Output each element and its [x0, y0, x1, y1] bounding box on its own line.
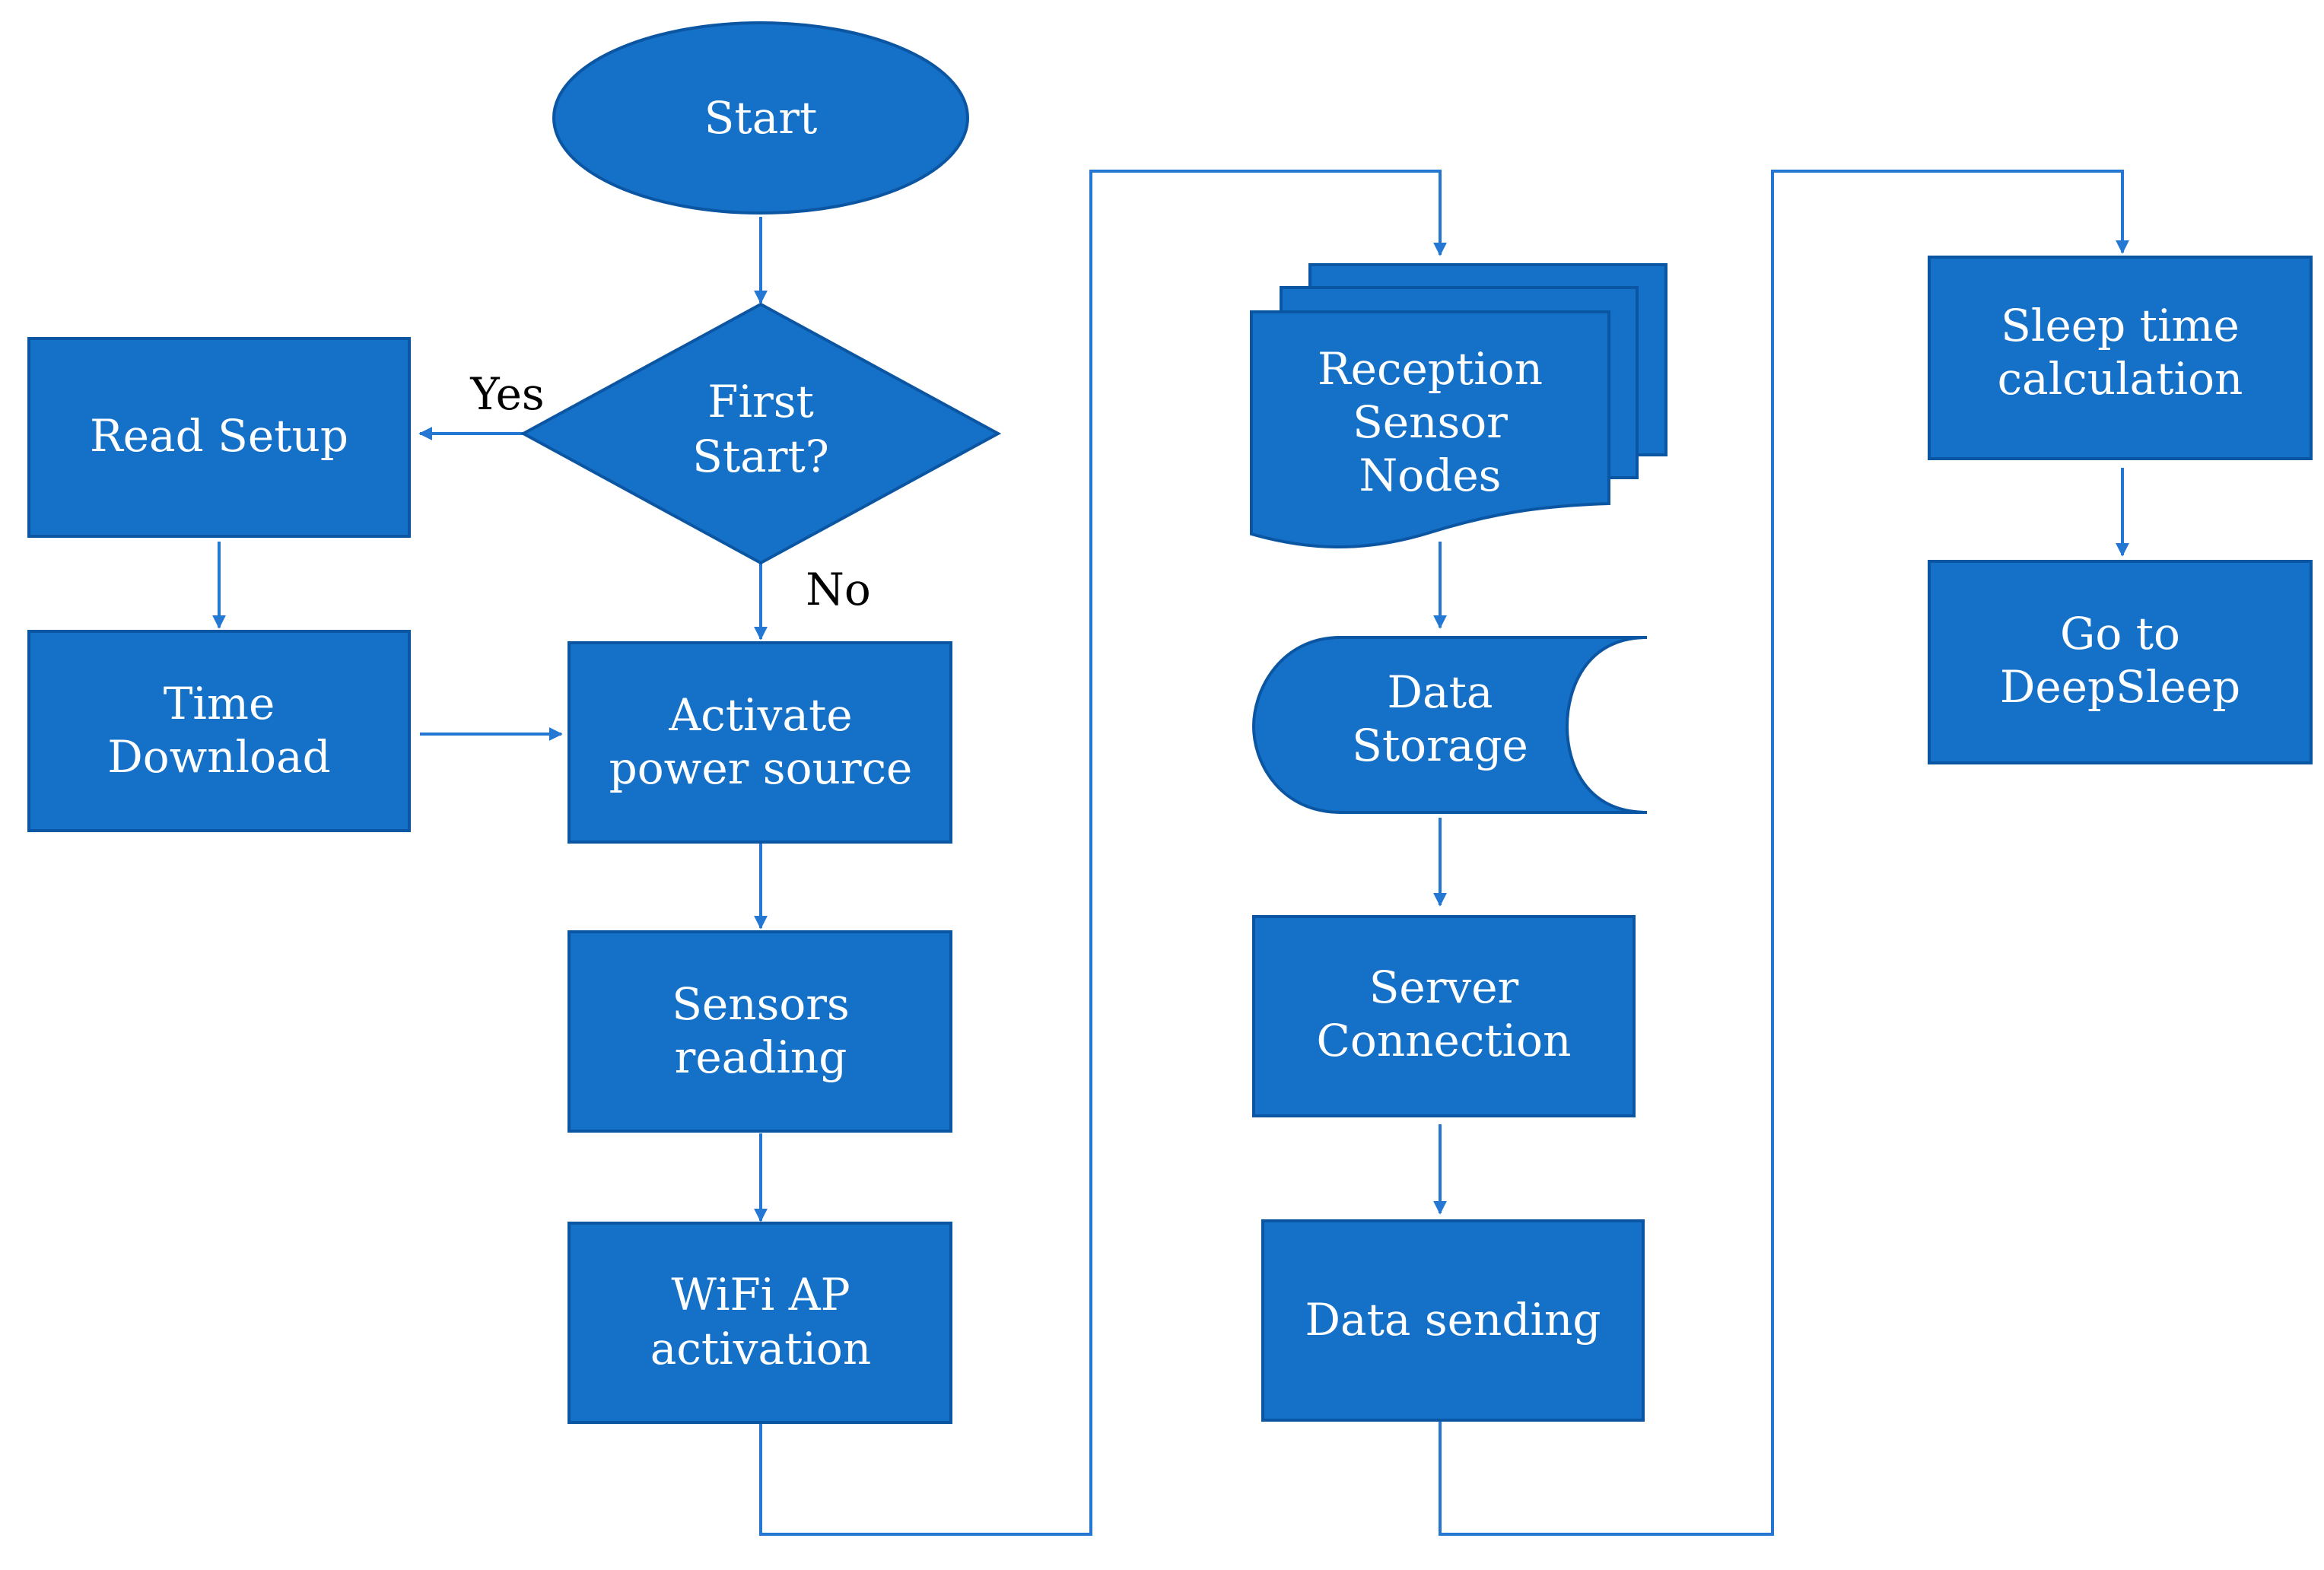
yes-edge-label: Yes [469, 368, 544, 420]
no-edge-label: No [806, 564, 871, 615]
go-deepsleep-box [1928, 560, 2313, 764]
sensors-reading-box [567, 930, 952, 1133]
connectors [212, 170, 2129, 1536]
start-node [552, 21, 969, 215]
edge-wifi-to-reception [759, 170, 1447, 1536]
nodes [27, 21, 2313, 1424]
read-setup-label: Read Setup [90, 410, 348, 462]
data-sending-box [1261, 1219, 1645, 1422]
reception-multidocument [1250, 263, 1667, 548]
first-start-decision [520, 302, 1002, 565]
time-download-box [27, 630, 411, 832]
activate-power-box [567, 641, 952, 844]
sleep-time-box [1928, 256, 2313, 460]
read-setup-box [27, 337, 411, 538]
data-storage-shape [1251, 636, 1648, 814]
server-connection-box [1252, 915, 1636, 1117]
edge-sending-to-sleep-calc [1439, 170, 2129, 1536]
start-label: Start [704, 92, 818, 144]
wifi-ap-box [567, 1222, 952, 1424]
data-sending-label: Data sending [1305, 1294, 1601, 1346]
